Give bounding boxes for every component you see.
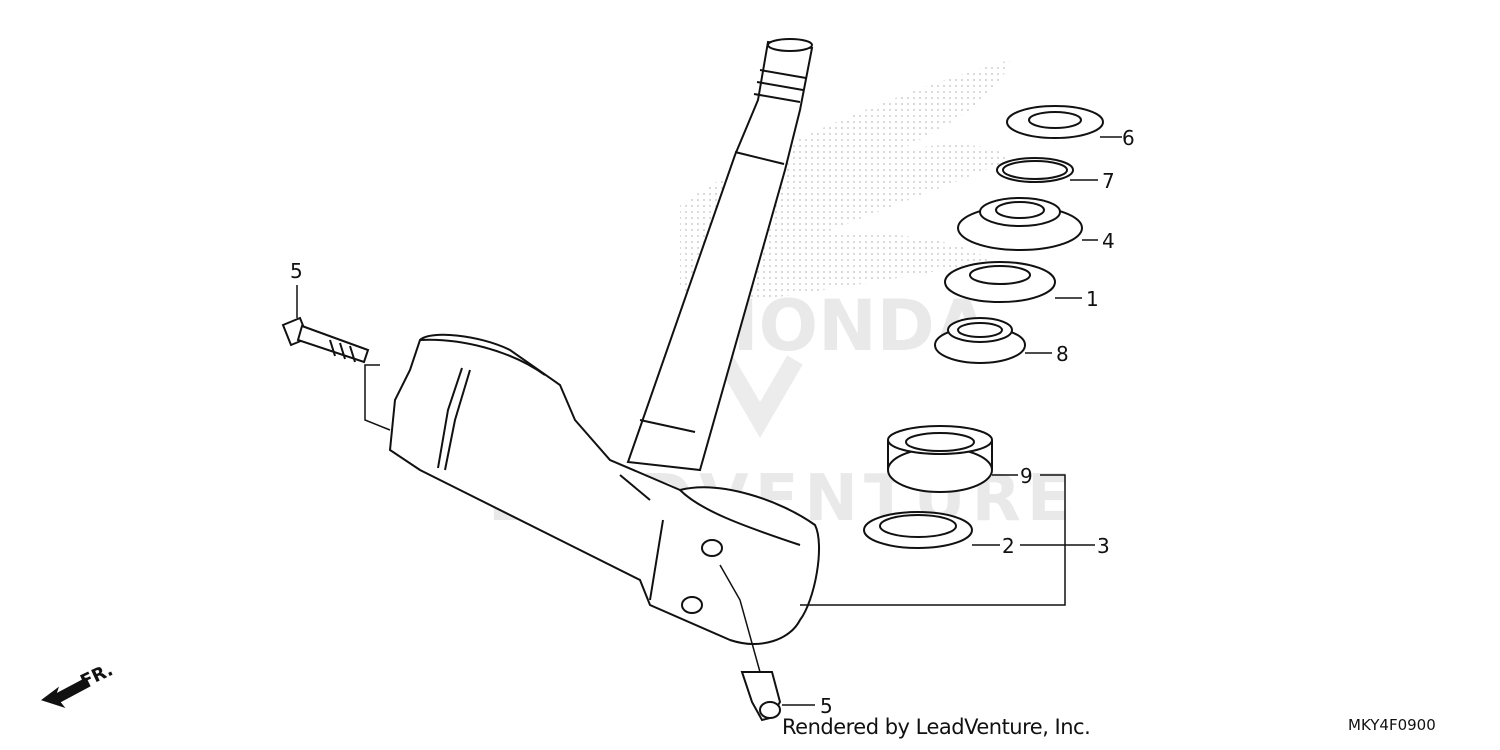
lower-bracket <box>388 333 821 645</box>
dust-seal-2 <box>863 511 973 549</box>
callout-2[interactable]: 2 <box>1002 534 1015 558</box>
callout-5-lower[interactable]: 5 <box>820 694 833 718</box>
adjusting-nut-4 <box>957 197 1083 251</box>
callout-8[interactable]: 8 <box>1056 342 1069 366</box>
bolt-upper <box>281 316 370 364</box>
bearing-9 <box>887 425 993 493</box>
callout-9[interactable]: 9 <box>1020 464 1033 488</box>
bolt-lower <box>740 671 782 722</box>
callout-1[interactable]: 1 <box>1086 287 1099 311</box>
render-credit: Rendered by LeadVenture, Inc. <box>782 715 1091 739</box>
steering-stem <box>626 38 814 472</box>
leader-lines <box>296 136 1122 706</box>
callout-4[interactable]: 4 <box>1102 229 1115 253</box>
callout-6[interactable]: 6 <box>1122 126 1135 150</box>
callout-3[interactable]: 3 <box>1097 534 1110 558</box>
callout-7[interactable]: 7 <box>1102 169 1115 193</box>
direction-label: FR. <box>77 659 116 692</box>
front-direction-arrow: FR. <box>40 659 116 708</box>
dust-seal-1 <box>944 261 1056 303</box>
bearing-8 <box>934 317 1026 364</box>
lock-washer-7 <box>996 157 1074 183</box>
lock-nut-6 <box>1006 105 1104 139</box>
diagram-code: MKY4F0900 <box>1348 716 1436 734</box>
callout-5-upper[interactable]: 5 <box>290 259 303 283</box>
